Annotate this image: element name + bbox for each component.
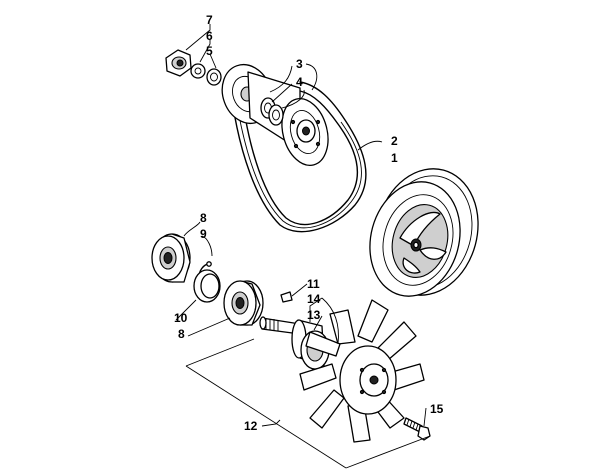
lock-washer bbox=[190, 63, 206, 79]
snap-ring bbox=[193, 269, 221, 303]
pulley-bearing-pair bbox=[260, 97, 284, 126]
callout-5: 5 bbox=[206, 44, 213, 58]
bearing-upper bbox=[151, 233, 191, 283]
assembly-bracket bbox=[185, 338, 431, 469]
callout-8-bottom: 8 bbox=[178, 327, 185, 341]
woodruff-key bbox=[280, 291, 293, 303]
callout-10: 10 bbox=[174, 311, 188, 325]
callout-2: 2 bbox=[391, 134, 398, 148]
callout-1: 1 bbox=[391, 151, 398, 165]
callout-12: 12 bbox=[244, 419, 258, 433]
flat-washer bbox=[206, 68, 222, 86]
callout-11: 11 bbox=[307, 277, 320, 291]
leader-12 bbox=[261, 419, 281, 427]
leader-lines bbox=[175, 24, 427, 427]
callout-13: 13 bbox=[307, 308, 321, 322]
callout-9: 9 bbox=[200, 227, 207, 241]
callout-4: 4 bbox=[296, 75, 303, 89]
callout-14: 14 bbox=[307, 292, 321, 306]
bearing-lower bbox=[223, 280, 264, 326]
drive-pulley bbox=[369, 168, 479, 297]
callout-6: 6 bbox=[206, 29, 213, 43]
callout-15: 15 bbox=[430, 402, 444, 416]
bolt bbox=[403, 417, 431, 441]
callout-8-top: 8 bbox=[200, 211, 207, 225]
callout-7: 7 bbox=[206, 13, 213, 27]
drive-belt bbox=[232, 81, 367, 233]
cooling-fan bbox=[299, 299, 425, 443]
callout-3: 3 bbox=[296, 57, 303, 71]
hex-nut bbox=[165, 49, 192, 77]
